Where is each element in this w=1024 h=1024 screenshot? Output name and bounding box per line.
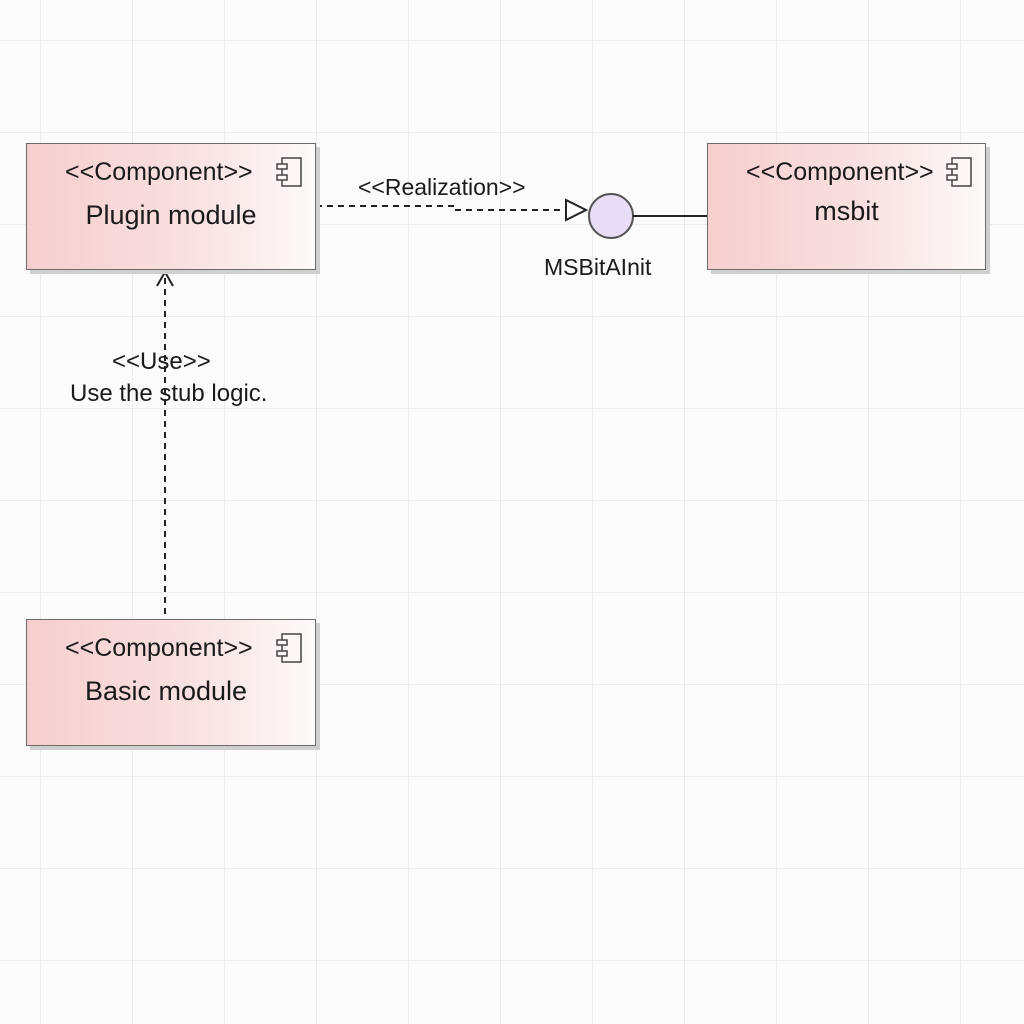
component-stereotype: <<Component>> (65, 158, 253, 186)
component-name: msbit (814, 196, 879, 226)
use-note-label: Use the stub logic. (70, 380, 268, 407)
use-dependency-arrowhead (156, 269, 174, 287)
realization-arrowhead (565, 198, 589, 222)
component-stereotype: <<Component>> (65, 634, 253, 662)
component-icon (276, 633, 302, 663)
component-icon (276, 157, 302, 187)
realization-connector[interactable] (316, 205, 565, 211)
component-icon (946, 157, 972, 187)
component-name: Plugin module (85, 200, 257, 230)
interface-circle[interactable] (588, 193, 634, 239)
interface-label: MSBitAInit (544, 254, 652, 280)
component-stereotype: <<Component>> (746, 158, 934, 186)
component-basic-module[interactable]: <<Component>> Basic module (26, 619, 316, 746)
component-msbit[interactable]: <<Component>> msbit (707, 143, 986, 270)
realization-label: <<Realization>> (358, 174, 526, 200)
component-plugin-module[interactable]: <<Component>> Plugin module (26, 143, 316, 270)
use-stereotype-label: <<Use>> (112, 348, 211, 375)
component-name: Basic module (84, 676, 248, 706)
